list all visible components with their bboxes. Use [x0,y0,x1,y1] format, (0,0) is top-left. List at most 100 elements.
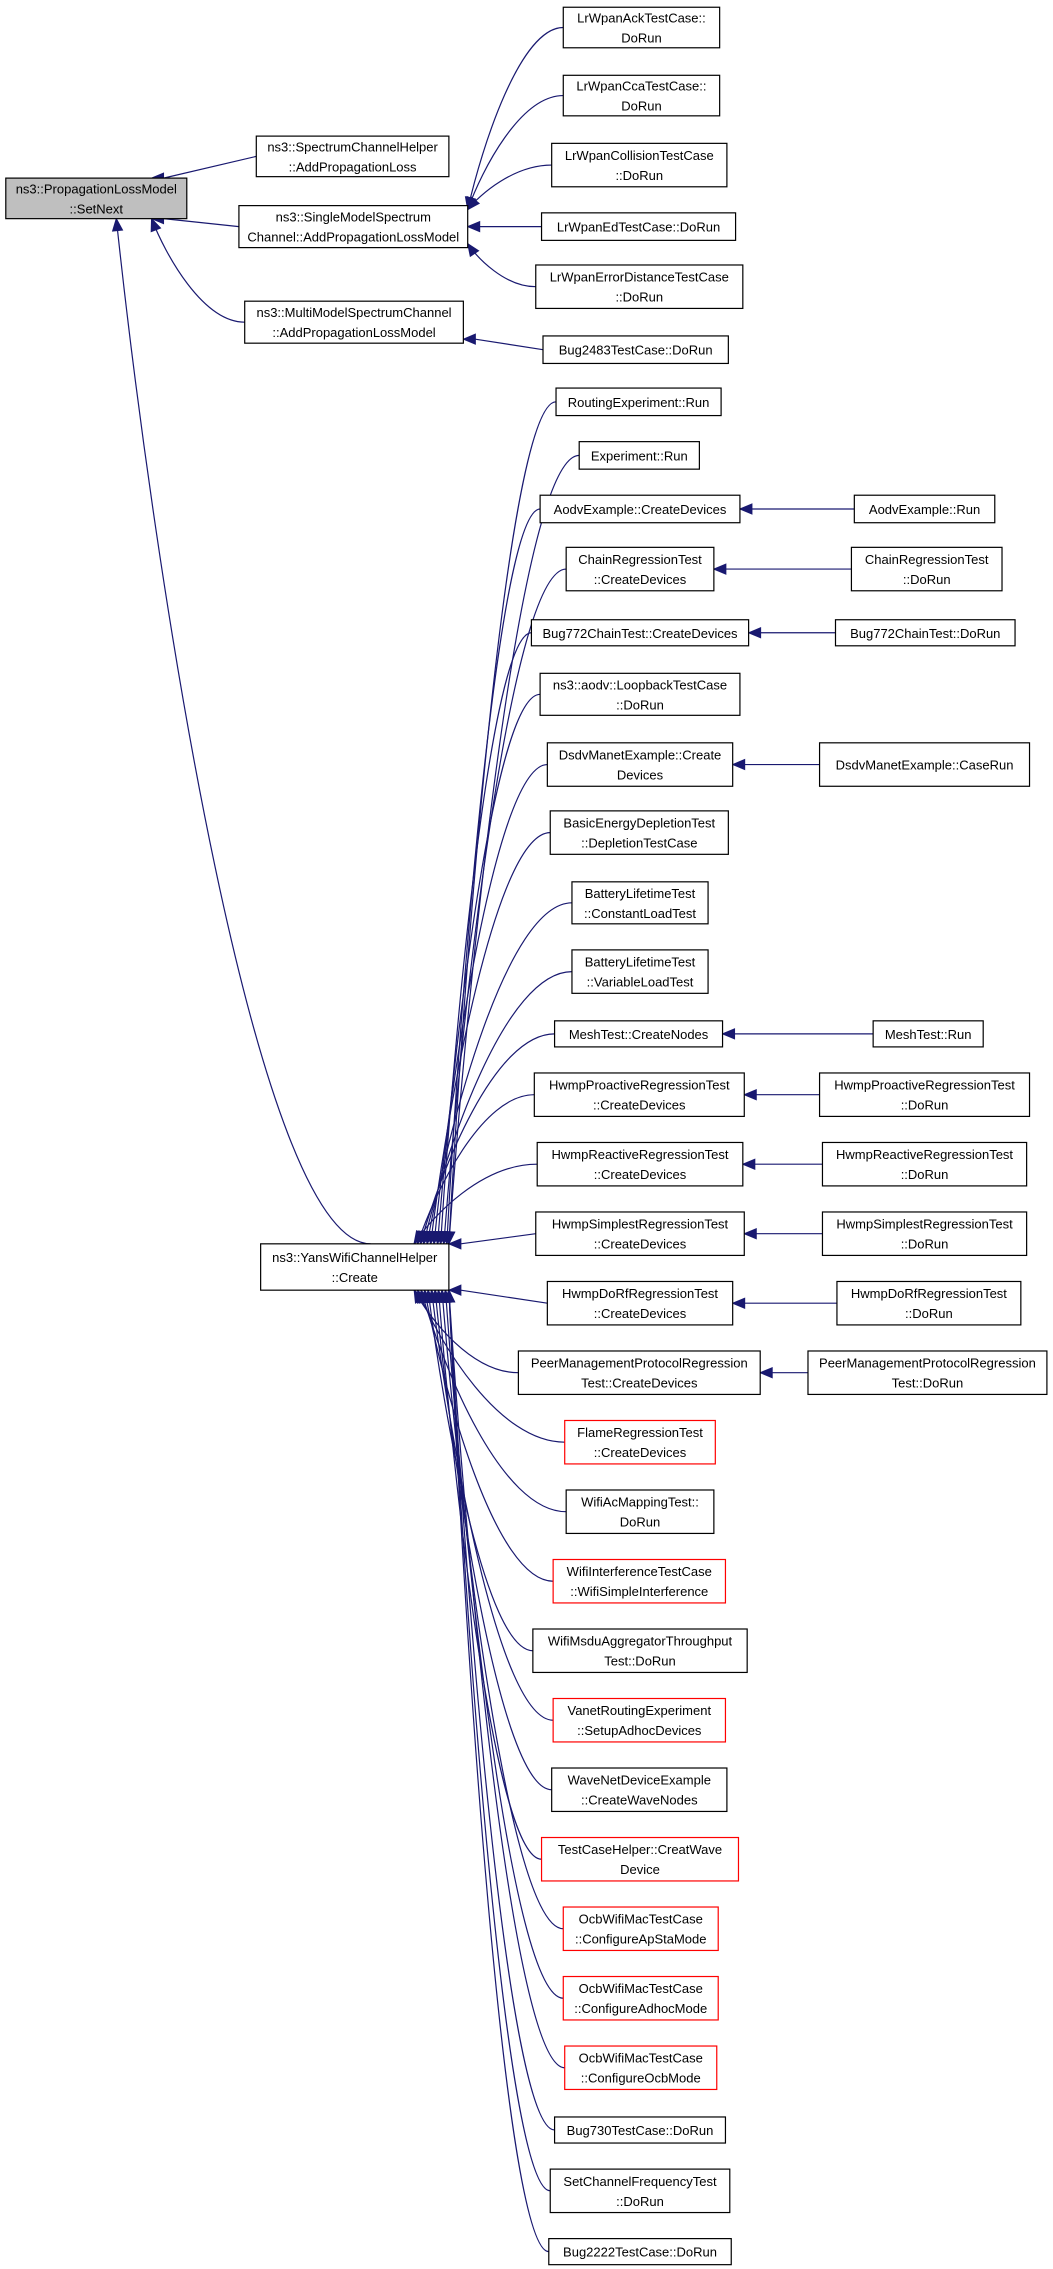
node-box [807,1350,1048,1396]
node-box [872,1020,984,1048]
node-hproactrun[interactable]: HwmpProactiveRegressionTest::DoRun [818,1072,1031,1118]
node-box [562,6,721,49]
node-lrcoll[interactable]: LrWpanCollisionTestCase::DoRun [551,142,728,188]
call-edge [436,693,541,1244]
node-spec_helper[interactable]: ns3::SpectrumChannelHelper::AddPropagati… [255,135,450,178]
node-box [562,74,721,117]
node-bug772run[interactable]: Bug772ChainTest::DoRun [834,619,1016,647]
call-edge [448,1290,551,2192]
node-label: ::DoRun [901,1098,949,1113]
node-single_model[interactable]: ns3::SingleModelSpectrumChannel::AddProp… [238,205,469,249]
arrowhead [447,1284,462,1296]
node-hreactcd[interactable]: HwmpReactiveRegressionTest::CreateDevice… [536,1141,744,1187]
node-label: HwmpReactiveRegressionTest [552,1147,729,1162]
node-bug772cd[interactable]: Bug772ChainTest::CreateDevices [530,619,750,647]
node-label: HwmpSimplestRegressionTest [836,1217,1013,1232]
node-hreactrun[interactable]: HwmpReactiveRegressionTest::DoRun [821,1141,1028,1187]
node-label: Device [620,1862,660,1877]
node-vanet[interactable]: VanetRoutingExperiment::SetupAdhocDevice… [552,1697,727,1743]
node-chaincd[interactable]: ChainRegressionTest::CreateDevices [565,546,715,592]
node-label: ::DoRun [901,1167,949,1182]
node-aodvcd[interactable]: AodvExample::CreateDevices [539,494,741,524]
node-peerrun[interactable]: PeerManagementProtocolRegressionTest::Do… [807,1350,1048,1396]
node-battvar[interactable]: BatteryLifetimeTest::VariableLoadTest [571,949,709,994]
node-label: ::SetupAdhocDevices [577,1723,702,1738]
node-lrerr[interactable]: LrWpanErrorDistanceTestCase::DoRun [535,264,744,310]
node-box [542,335,729,365]
node-label: LrWpanCcaTestCase:: [576,79,706,94]
node-label: Bug772ChainTest::DoRun [850,626,1000,641]
node-hdorfcd[interactable]: HwmpDoRfRegressionTest::CreateDevices [546,1280,734,1326]
call-edge [413,1163,538,1245]
call-edge [448,1290,565,2069]
node-hsimpcd[interactable]: HwmpSimplestRegressionTest::CreateDevice… [535,1211,745,1257]
node-routexp[interactable]: RoutingExperiment::Run [555,387,722,417]
node-box [565,546,715,592]
node-label: LrWpanCollisionTestCase [565,148,714,163]
node-meshrun[interactable]: MeshTest::Run [872,1020,984,1048]
node-label: Bug730TestCase::DoRun [567,2123,714,2138]
node-box [536,1141,744,1187]
node-label: HwmpProactiveRegressionTest [834,1078,1015,1093]
node-box [535,1211,745,1257]
node-label: Devices [617,768,664,783]
node-label: ::ConstantLoadTest [584,906,696,921]
node-dsdvcd[interactable]: DsdvManetExample::CreateDevices [546,742,734,787]
node-ocbadhoc[interactable]: OcbWifiMacTestCase::ConfigureAdhocMode [562,1975,719,2021]
node-battconst[interactable]: BatteryLifetimeTest::ConstantLoadTest [571,881,709,925]
node-ocbapsta[interactable]: OcbWifiMacTestCase::ConfigureApStaMode [562,1906,719,1952]
node-label: MeshTest::Run [885,1027,972,1042]
node-lrack[interactable]: LrWpanAckTestCase::DoRun [562,6,721,49]
call-edge [460,1233,536,1245]
node-hsimprun[interactable]: HwmpSimplestRegressionTest::DoRun [821,1211,1028,1257]
call-edge [448,1290,549,2253]
node-label: ::DoRun [615,168,663,183]
node-lred[interactable]: LrWpanEdTestCase::DoRun [540,212,737,241]
node-label: ns3::SingleModelSpectrum [276,210,431,225]
node-lrcca[interactable]: LrWpanCcaTestCase::DoRun [562,74,721,117]
node-label: ::CreateDevices [593,1098,686,1113]
node-hproactcd[interactable]: HwmpProactiveRegressionTest::CreateDevic… [533,1072,745,1118]
node-wifiint[interactable]: WifiInterferenceTestCase::WifiSimpleInte… [552,1558,727,1604]
node-dsdvrun[interactable]: DsdvManetExample::CaseRun [818,742,1031,787]
arrowhead [731,1297,746,1309]
node-hdorfrun[interactable]: HwmpDoRfRegressionTest::DoRun [836,1280,1022,1326]
node-label: ::DoRun [616,697,664,712]
node-bug730[interactable]: Bug730TestCase::DoRun [553,2116,727,2144]
node-box [255,135,450,178]
arrowhead [447,1238,462,1250]
node-bug2222[interactable]: Bug2222TestCase::DoRun [548,2238,732,2266]
node-box [818,742,1031,787]
node-ocbocb[interactable]: OcbWifiMacTestCase::ConfigureOcbMode [564,2045,718,2091]
node-label: ::ConfigureAdhocMode [574,2001,707,2016]
arrowhead [462,333,476,345]
node-aodvrun[interactable]: AodvExample::Run [853,494,996,524]
node-chainrun[interactable]: ChainRegressionTest::DoRun [850,546,1003,592]
node-label: WifiMsduAggregatorThroughput [548,1634,733,1649]
node-exprun[interactable]: Experiment::Run [578,441,700,470]
node-meshcn[interactable]: MeshTest::CreateNodes [553,1020,724,1048]
node-label: ::DoRun [905,1306,953,1321]
node-wifiac[interactable]: WifiAcMappingTest::DoRun [565,1489,715,1535]
node-box [546,742,734,787]
node-flame[interactable]: FlameRegressionTest::CreateDevices [564,1419,716,1465]
node-label: WifiInterferenceTestCase [567,1564,712,1579]
node-peercd[interactable]: PeerManagementProtocolRegressionTest::Cr… [517,1350,761,1396]
node-basicen[interactable]: BasicEnergyDepletionTest::DepletionTestC… [549,810,729,855]
node-box [571,881,709,925]
node-label: ::DoRun [615,290,663,305]
node-yans[interactable]: ns3::YansWifiChannelHelper::Create [260,1243,450,1291]
node-label: HwmpDoRfRegressionTest [562,1286,718,1301]
node-multi_model[interactable]: ns3::MultiModelSpectrumChannel::AddPropa… [244,300,464,344]
call-edge [448,454,580,1244]
node-label: LrWpanErrorDistanceTestCase [550,270,729,285]
node-box [244,300,464,344]
node-root[interactable]: ns3::PropagationLossModel::SetNext [5,177,188,220]
node-wavenet[interactable]: WaveNetDeviceExample::CreateWaveNodes [551,1767,728,1813]
node-loopback[interactable]: ns3::aodv::LoopbackTestCase::DoRun [539,672,741,716]
node-bug2483[interactable]: Bug2483TestCase::DoRun [542,335,729,365]
node-setchan[interactable]: SetChannelFrequencyTest::DoRun [549,2168,731,2214]
node-label: Test::CreateDevices [581,1376,698,1391]
